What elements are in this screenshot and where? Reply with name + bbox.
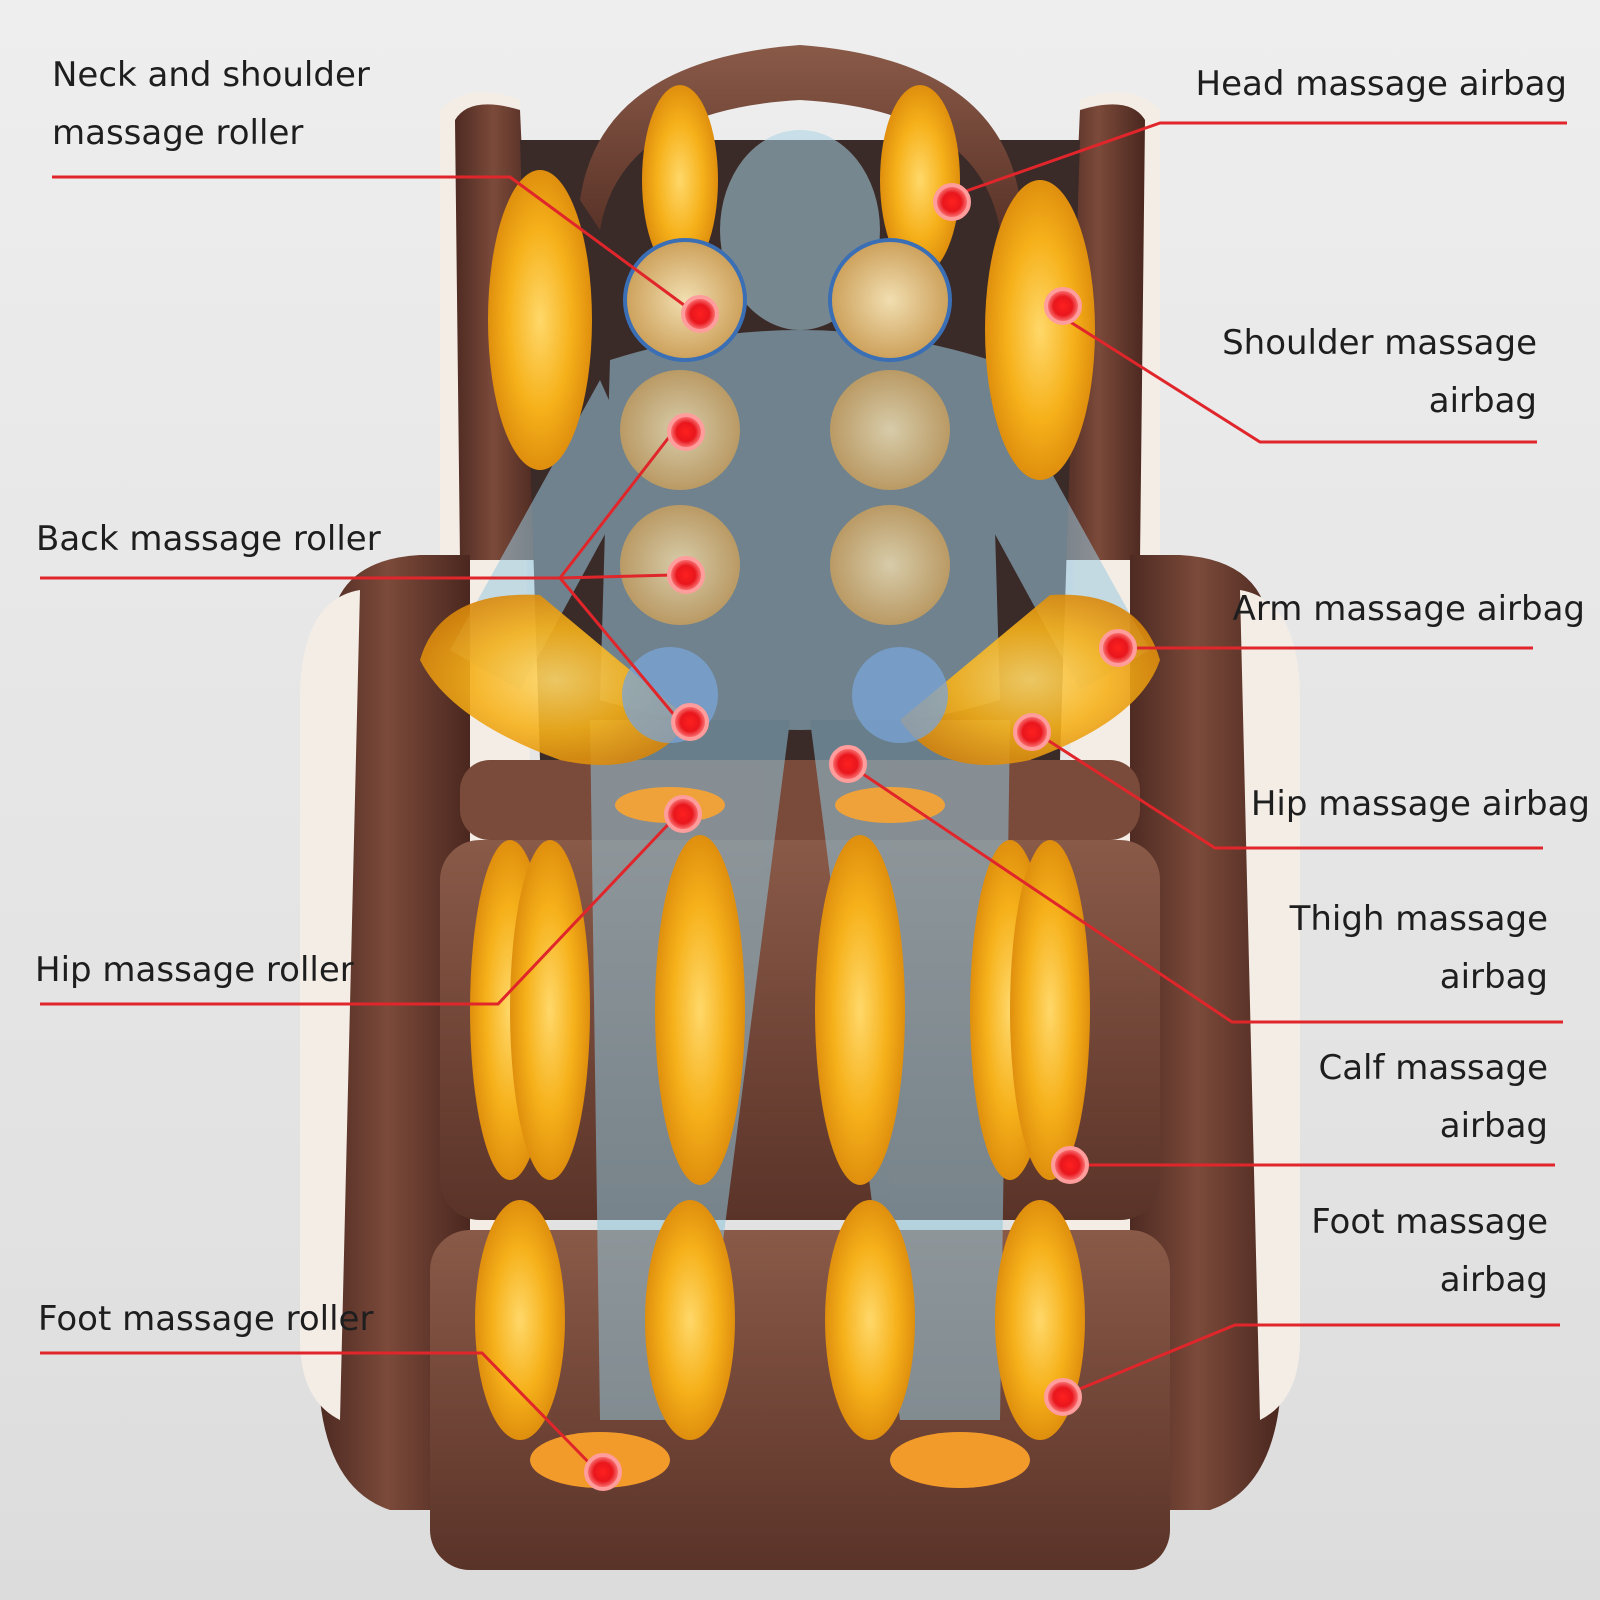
marker-calf-airbag bbox=[1053, 1148, 1087, 1182]
marker-neck-shoulder-roller bbox=[683, 297, 717, 331]
foot-airbag-2 bbox=[645, 1200, 735, 1440]
label-shoulder-airbag-line2: airbag bbox=[1222, 372, 1537, 430]
label-foot-airbag: Foot massage airbag bbox=[1311, 1193, 1548, 1309]
label-arm-airbag: Arm massage airbag bbox=[1233, 580, 1585, 638]
foot-airbag-1 bbox=[475, 1200, 565, 1440]
calf-airbag-4 bbox=[815, 835, 905, 1185]
label-thigh-airbag-line2: airbag bbox=[1290, 948, 1548, 1006]
marker-head-airbag bbox=[935, 185, 969, 219]
label-thigh-airbag-line1: Thigh massage bbox=[1290, 890, 1548, 948]
marker-shoulder-airbag bbox=[1046, 289, 1080, 323]
left-shoulder-airbag bbox=[488, 170, 592, 470]
calf-airbag-2 bbox=[510, 840, 590, 1180]
label-neck-shoulder-roller: Neck and shoulder massage roller bbox=[52, 46, 370, 162]
label-neck-shoulder-roller-line1: Neck and shoulder bbox=[52, 46, 370, 104]
marker-hip-airbag bbox=[1015, 715, 1049, 749]
label-hip-roller-line1: Hip massage roller bbox=[35, 941, 354, 999]
label-head-airbag: Head massage airbag bbox=[1196, 55, 1568, 113]
label-calf-airbag-line2: airbag bbox=[1318, 1097, 1548, 1155]
right-shoulder-airbag bbox=[985, 180, 1095, 480]
label-foot-airbag-line1: Foot massage bbox=[1311, 1193, 1548, 1251]
label-arm-airbag-line1: Arm massage airbag bbox=[1233, 580, 1585, 638]
marker-back-roller-lumbar bbox=[673, 705, 707, 739]
right-foot-roller bbox=[890, 1432, 1030, 1488]
right-neck-roller bbox=[830, 240, 950, 360]
right-lumbar-roller bbox=[852, 647, 948, 743]
marker-hip-roller bbox=[666, 797, 700, 831]
label-hip-airbag: Hip massage airbag bbox=[1251, 775, 1590, 833]
label-hip-airbag-line1: Hip massage airbag bbox=[1251, 775, 1590, 833]
label-back-roller-line1: Back massage roller bbox=[36, 510, 381, 568]
label-calf-airbag-line1: Calf massage bbox=[1318, 1039, 1548, 1097]
label-neck-shoulder-roller-line2: massage roller bbox=[52, 104, 370, 162]
right-back-roller-lower bbox=[830, 505, 950, 625]
marker-thigh-airbag bbox=[831, 747, 865, 781]
marker-back-roller-lower bbox=[669, 558, 703, 592]
label-back-roller: Back massage roller bbox=[36, 510, 381, 568]
calf-airbag-6 bbox=[1010, 840, 1090, 1180]
label-shoulder-airbag: Shoulder massage airbag bbox=[1222, 314, 1537, 430]
marker-foot-airbag bbox=[1046, 1380, 1080, 1414]
right-back-roller-upper bbox=[830, 370, 950, 490]
label-head-airbag-line1: Head massage airbag bbox=[1196, 55, 1568, 113]
seat bbox=[460, 760, 1140, 840]
foot-airbag-3 bbox=[825, 1200, 915, 1440]
label-foot-airbag-line2: airbag bbox=[1311, 1251, 1548, 1309]
marker-arm-airbag bbox=[1101, 631, 1135, 665]
label-shoulder-airbag-line1: Shoulder massage bbox=[1222, 314, 1537, 372]
label-foot-roller-line1: Foot massage roller bbox=[38, 1290, 373, 1348]
marker-back-roller-upper bbox=[669, 415, 703, 449]
label-thigh-airbag: Thigh massage airbag bbox=[1290, 890, 1548, 1006]
label-foot-roller: Foot massage roller bbox=[38, 1290, 373, 1348]
label-calf-airbag: Calf massage airbag bbox=[1318, 1039, 1548, 1155]
calf-airbag-3 bbox=[655, 835, 745, 1185]
label-hip-roller: Hip massage roller bbox=[35, 941, 354, 999]
left-neck-roller bbox=[625, 240, 745, 360]
marker-foot-roller bbox=[586, 1455, 620, 1489]
